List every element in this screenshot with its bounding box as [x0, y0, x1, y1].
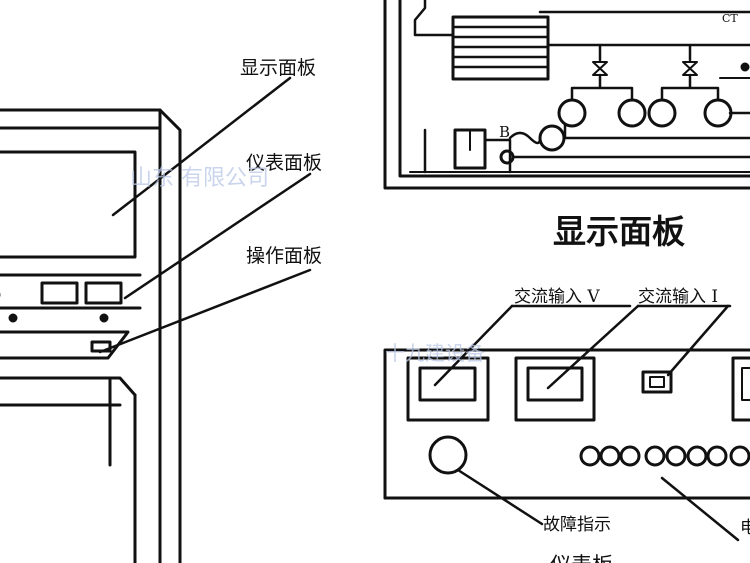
panel-button-7	[706, 445, 728, 467]
panel-button-3	[619, 445, 641, 467]
schematic-title: 显示面板	[553, 212, 685, 251]
label-fault-indicator: 故障指示	[543, 515, 611, 535]
meter-ac-voltage-window	[418, 366, 477, 402]
panel-button-8	[729, 445, 750, 467]
meter-ac-voltage	[406, 356, 490, 422]
cabinet-meter-left	[40, 281, 79, 305]
panel-button-2	[599, 445, 621, 467]
leader-lines-left	[98, 76, 312, 354]
watermark-lower: 十九建设备	[385, 341, 485, 365]
label-operation-panel: 操作面板	[246, 245, 322, 267]
fault-indicator-lamp	[428, 435, 468, 475]
label-cut-bottom: 仪表板	[550, 553, 613, 563]
tag-b: B	[499, 123, 510, 141]
watermark-center: 山东 有限公司	[130, 166, 269, 191]
panel-button-6	[686, 445, 708, 467]
panel-button-1	[579, 445, 601, 467]
label-ac-input-i: 交流输入 I	[638, 287, 718, 307]
cabinet-meter-right	[84, 281, 123, 305]
meter-right-cut	[731, 356, 750, 422]
meter-panel-drawing	[383, 348, 750, 500]
cabinet-drawing	[0, 108, 182, 563]
cabinet-display-screen	[0, 150, 137, 259]
panel-button-4	[644, 445, 666, 467]
meter-ac-current-window	[526, 366, 584, 402]
label-ac-input-v: 交流输入 V	[514, 287, 600, 307]
tag-ct: CT	[722, 12, 738, 25]
leader-lines-right	[433, 304, 740, 542]
meter-ac-current	[514, 356, 596, 422]
label-display-panel: 显示面板	[240, 57, 316, 79]
indicator-lamp	[641, 370, 673, 394]
schematic-diagram	[383, 0, 750, 190]
panel-button-5	[665, 445, 687, 467]
label-cut-right: 电	[740, 518, 750, 538]
label-meter-panel: 仪表面板	[246, 152, 322, 174]
